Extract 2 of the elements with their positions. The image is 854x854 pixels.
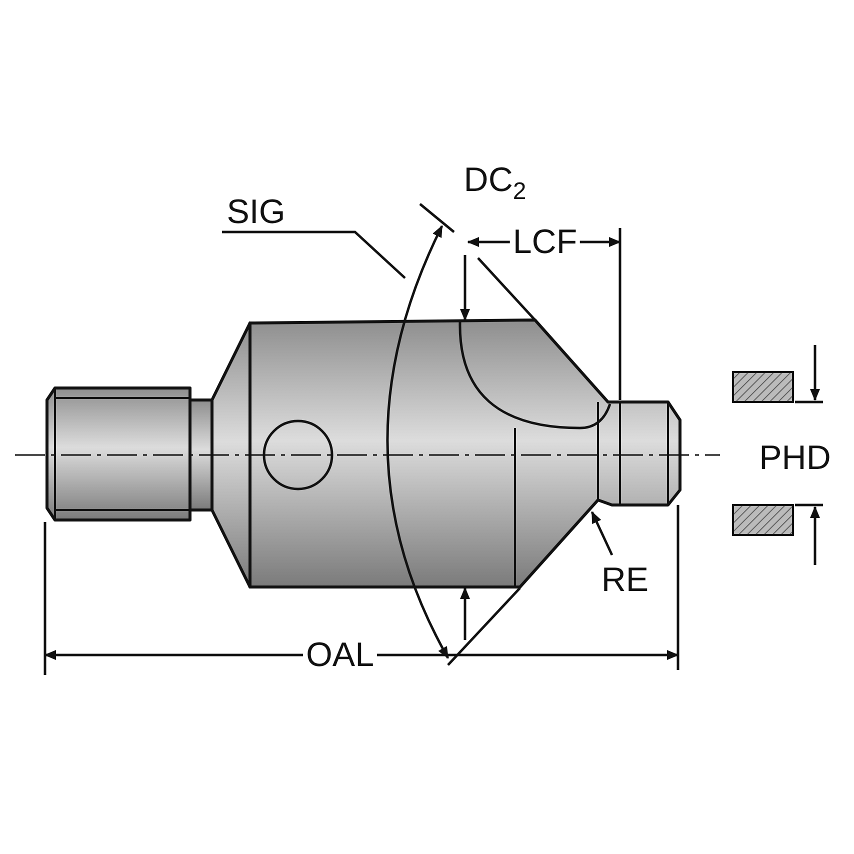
leader-line [222,230,406,279]
leader-arrow [590,511,614,556]
